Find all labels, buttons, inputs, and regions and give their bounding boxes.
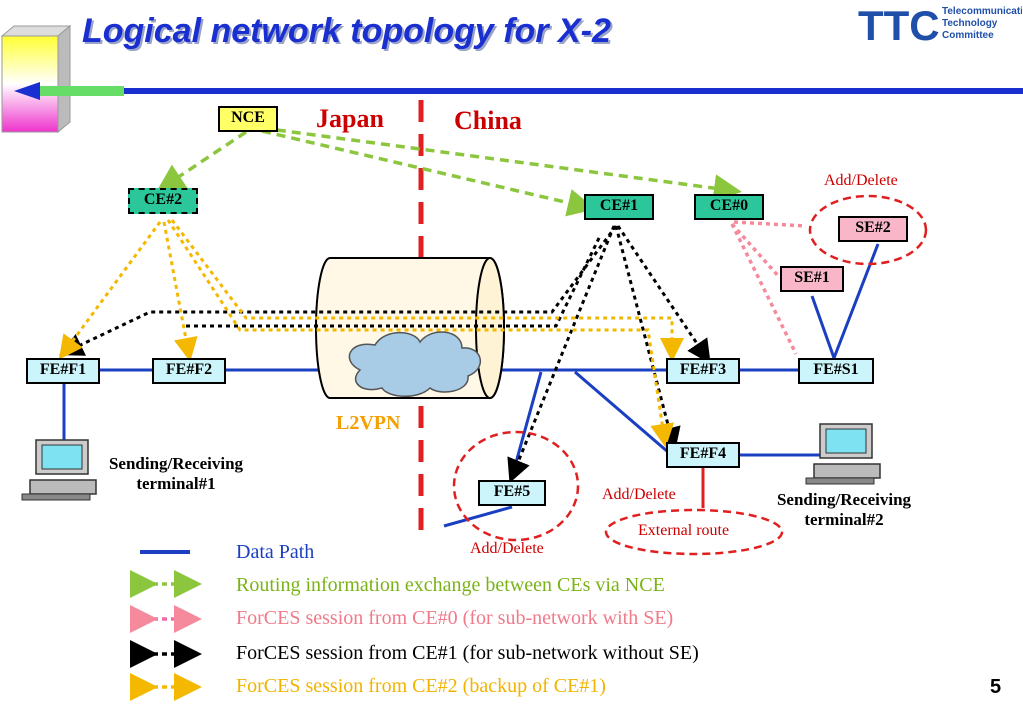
ttc-logo: TTC Telecommunication Technology Committ…: [856, 2, 1023, 49]
fe5-group-ellipse: [452, 430, 580, 542]
back-arrow-icon: [14, 82, 40, 100]
terminal-2-line-1: Sending/Receiving: [776, 490, 912, 509]
header-decoration: [0, 24, 1023, 134]
legend-routing-exchange: Routing information exchange between CEs…: [236, 574, 665, 596]
page-title: Logical network topology for X-2: [82, 12, 611, 50]
region-label-japan: Japan: [316, 104, 384, 133]
node-fe5[interactable]: FE#5: [478, 480, 546, 506]
legend-ce2-session: ForCES session from CE#2 (backup of CE#1…: [236, 675, 606, 697]
terminal-1-label: Sending/Receiving terminal#1: [92, 454, 260, 494]
l2vpn-label: L2VPN: [336, 412, 401, 434]
legend-data-path: Data Path: [236, 541, 315, 563]
l2vpn-tunnel: [315, 257, 505, 399]
node-fe-s1[interactable]: FE#S1: [798, 358, 874, 384]
node-ce1[interactable]: CE#1: [584, 194, 654, 220]
terminal-1-line-1: Sending/Receiving: [108, 454, 244, 473]
add-delete-se-label: Add/Delete: [824, 172, 898, 189]
node-fe-f1[interactable]: FE#F1: [26, 358, 100, 384]
legend-ce1-session: ForCES session from CE#1 (for sub-networ…: [236, 642, 699, 664]
terminal-2-label: Sending/Receiving terminal#2: [758, 490, 930, 530]
cloud-icon: [348, 331, 482, 397]
legend-symbols: [130, 550, 202, 701]
terminal-2-icon: [805, 423, 881, 485]
logo-line-1: Telecommunication: [942, 6, 1022, 17]
node-fe-f2[interactable]: FE#F2: [152, 358, 226, 384]
page-number: 5: [990, 676, 1002, 698]
node-ce2[interactable]: CE#2: [128, 188, 198, 214]
node-fe-f4[interactable]: FE#F4: [666, 442, 740, 468]
logo-line-3: Committee: [942, 30, 994, 41]
ttc-logo-mark: TTC Telecommunication Technology Committ…: [858, 2, 1023, 49]
add-delete-fe4-label: Add/Delete: [602, 486, 676, 503]
add-delete-fe5-label: Add/Delete: [470, 540, 544, 557]
node-nce[interactable]: NCE: [218, 106, 278, 132]
region-label-china: China: [454, 106, 522, 135]
legend-ce0-session: ForCES session from CE#0 (for sub-networ…: [236, 607, 674, 629]
node-se1[interactable]: SE#1: [780, 266, 844, 292]
terminal-2-line-2: terminal#2: [804, 510, 884, 529]
node-ce0[interactable]: CE#0: [694, 194, 764, 220]
node-fe-f3[interactable]: FE#F3: [666, 358, 740, 384]
external-route-label: External route: [638, 522, 730, 539]
external-route-ellipse: [604, 508, 784, 556]
terminal-1-line-2: terminal#1: [136, 474, 216, 493]
se2-group-ellipse: [808, 194, 928, 266]
logo-line-2: Technology: [942, 18, 998, 29]
node-se2[interactable]: SE#2: [838, 216, 908, 242]
terminal-1-icon: [21, 439, 97, 501]
logo-mark-text: TTC: [858, 2, 940, 46]
